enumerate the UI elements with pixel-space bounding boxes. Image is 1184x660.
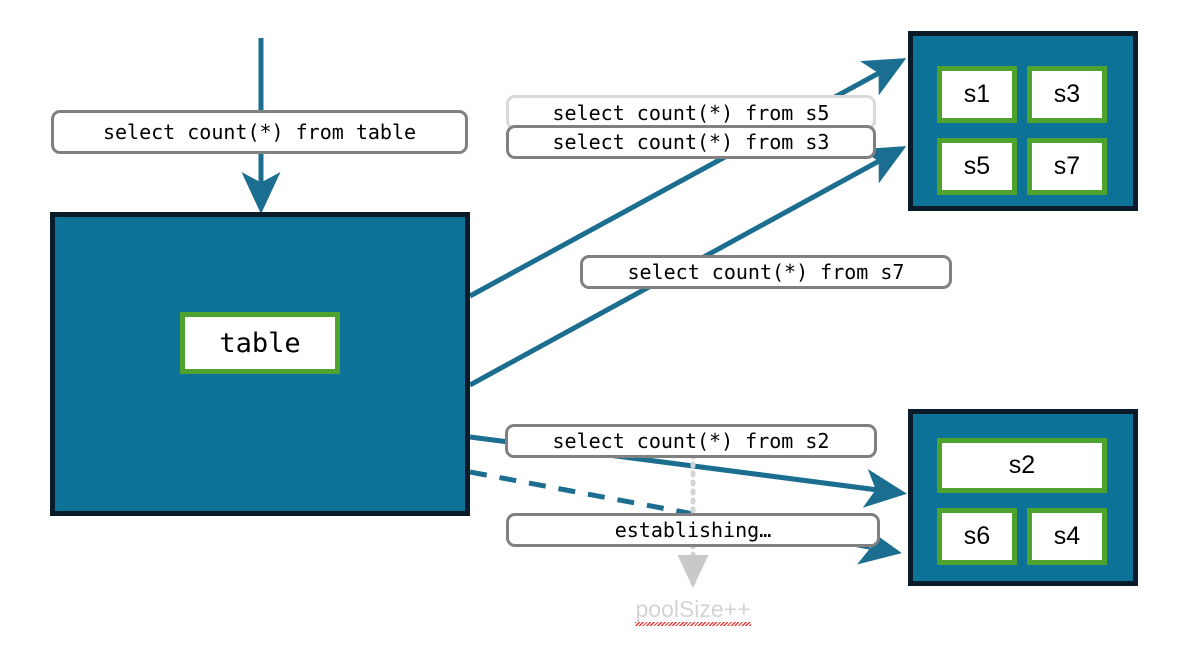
query-label-s7[interactable]: select count(*) from s7 (580, 255, 952, 289)
table-node[interactable]: table (180, 312, 340, 374)
server-node-s6-label: s6 (963, 522, 991, 550)
query-label-s7-text: select count(*) from s7 (627, 260, 905, 284)
server-node-s7[interactable]: s7 (1027, 138, 1107, 195)
server-node-s5[interactable]: s5 (937, 138, 1017, 195)
server-node-s1-label: s1 (963, 80, 991, 108)
query-label-establishing-text: establishing… (614, 518, 772, 542)
server-node-s3[interactable]: s3 (1027, 66, 1107, 123)
query-label-establishing[interactable]: establishing… (506, 513, 880, 547)
server-node-s6[interactable]: s6 (937, 508, 1017, 565)
server-node-s2-label: s2 (1008, 451, 1036, 479)
server-node-s4-label: s4 (1053, 522, 1081, 550)
poolsize-annotation: poolSize++ (593, 596, 793, 626)
server-node-s2[interactable]: s2 (937, 438, 1107, 493)
query-label-s3[interactable]: select count(*) from s3 (506, 125, 876, 159)
server-node-s1[interactable]: s1 (937, 66, 1017, 123)
query-label-s3-text: select count(*) from s3 (552, 130, 830, 154)
query-label-s2-text: select count(*) from s2 (552, 429, 830, 453)
query-label-s5-text: select count(*) from s5 (552, 100, 830, 125)
server-node-s7-label: s7 (1053, 152, 1081, 180)
server-node-s4[interactable]: s4 (1027, 508, 1107, 565)
query-label-table-text: select count(*) from table (102, 120, 417, 144)
database-box (50, 212, 470, 516)
server-node-s5-label: s5 (963, 152, 991, 180)
server-node-s3-label: s3 (1053, 80, 1081, 108)
query-label-table[interactable]: select count(*) from table (51, 110, 468, 154)
poolsize-annotation-text: poolSize++ (635, 596, 751, 626)
table-node-label: table (219, 327, 301, 359)
query-label-s2[interactable]: select count(*) from s2 (505, 424, 877, 458)
